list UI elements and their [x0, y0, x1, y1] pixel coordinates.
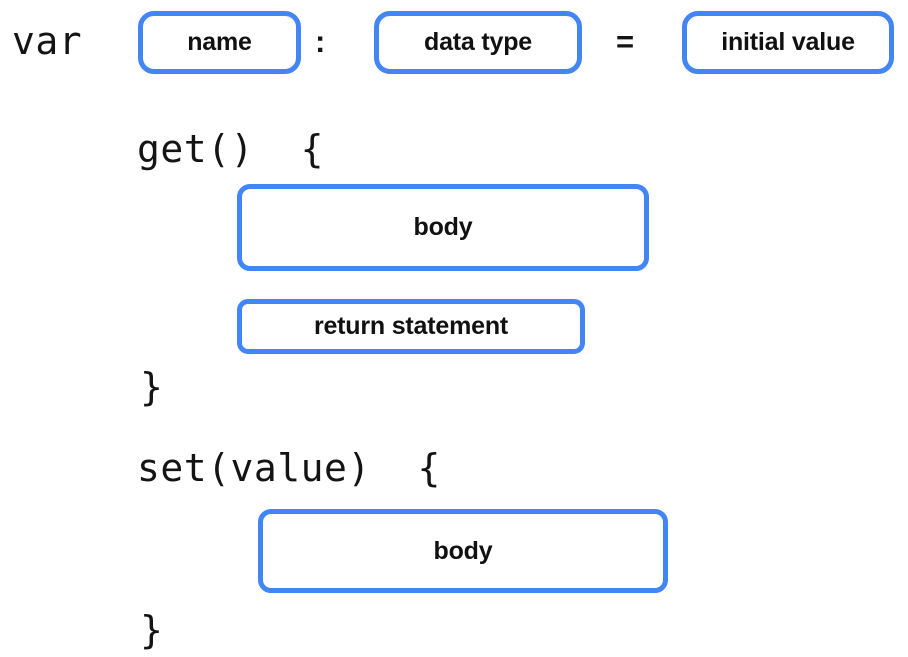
slot-get-body-label: body	[413, 213, 473, 241]
slot-initial-value-label: initial value	[721, 28, 855, 56]
set-close-brace: }	[140, 608, 164, 652]
slot-set-body-label: body	[433, 536, 493, 565]
slot-name-label: name	[187, 28, 252, 56]
slot-name[interactable]: name	[138, 11, 301, 74]
slot-data-type[interactable]: data type	[374, 11, 582, 74]
get-close-brace: }	[140, 365, 164, 409]
slot-return-statement[interactable]: return statement	[237, 299, 585, 354]
slot-return-statement-label: return statement	[313, 312, 509, 340]
slot-set-body[interactable]: body	[258, 509, 668, 593]
set-accessor-keyword: set(value) {	[137, 446, 441, 490]
get-accessor-keyword: get() {	[137, 127, 325, 171]
slot-get-body[interactable]: body	[237, 184, 649, 271]
equals-operator: =	[616, 24, 635, 59]
colon-operator: :	[315, 24, 326, 59]
slot-data-type-label: data type	[424, 28, 532, 56]
var-keyword: var	[12, 19, 83, 63]
slot-initial-value[interactable]: initial value	[682, 11, 894, 74]
